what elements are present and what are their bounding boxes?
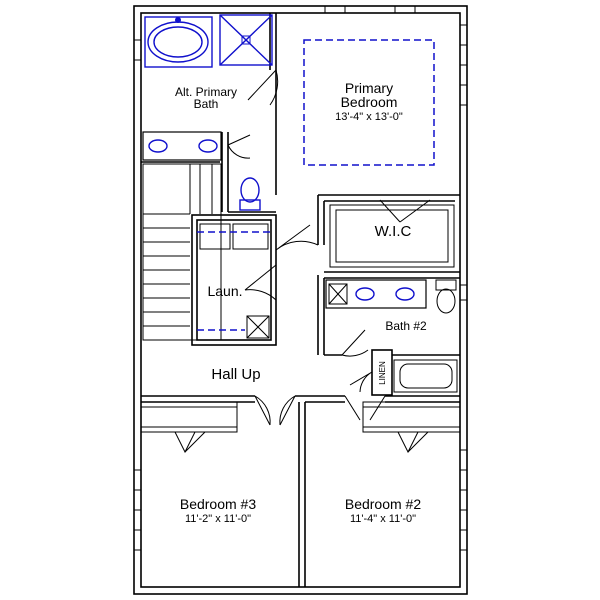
- bedroom2-dims: 11'-4" x 11'-0": [350, 513, 416, 525]
- doors: [174, 69, 431, 454]
- primary-bedroom-label-2: Bedroom: [341, 94, 398, 110]
- primary-bedroom-label-1: Primary: [345, 80, 393, 96]
- bedroom3-dims: 11'-2" x 11'-0": [185, 513, 251, 525]
- bedroom3-label: Bedroom #3: [180, 496, 256, 512]
- alt-primary-bath-label-2: Bath: [194, 97, 219, 111]
- interior-walls: [140, 13, 461, 587]
- staircase: [142, 163, 222, 341]
- alt-primary-bath-label-1: Alt. Primary: [175, 85, 237, 99]
- linen-label: LINEN: [378, 361, 387, 385]
- wic-label: W.I.C: [375, 223, 412, 240]
- tray-ceiling: [303, 39, 435, 166]
- bedroom2-label: Bedroom #2: [345, 496, 421, 512]
- exterior-walls: [133, 5, 468, 595]
- hall-label: Hall Up: [211, 366, 260, 383]
- room-labels: Alt. Primary Bath Primary Bedroom 13'-4"…: [175, 80, 427, 525]
- primary-bedroom-dims: 13'-4" x 13'-0": [335, 111, 403, 123]
- laundry-label: Laun.: [207, 283, 242, 299]
- bath2-label: Bath #2: [385, 319, 427, 333]
- fixtures: [142, 14, 458, 393]
